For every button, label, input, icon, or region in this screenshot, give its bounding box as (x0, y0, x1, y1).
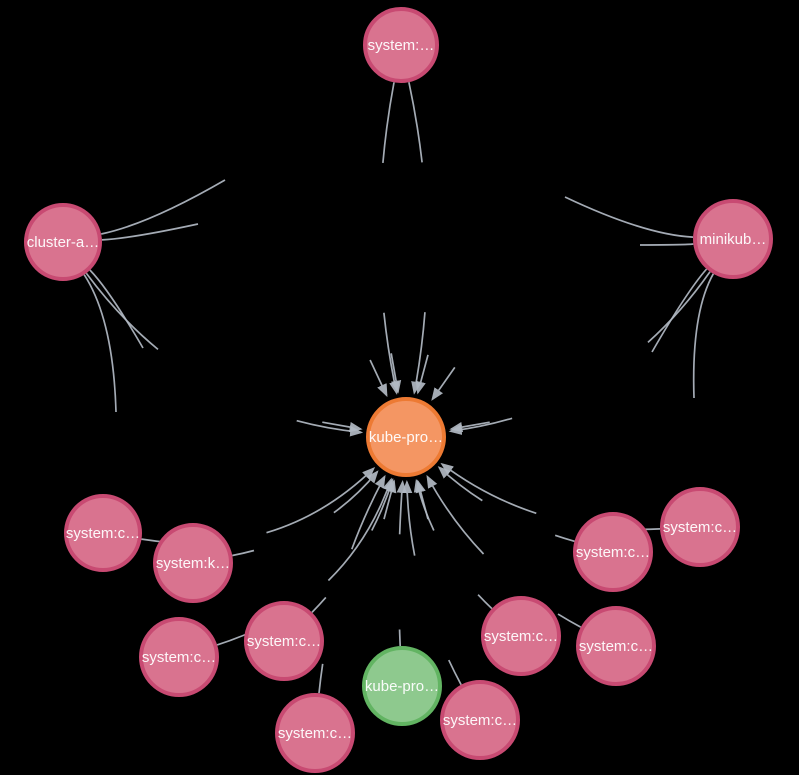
node-circle[interactable] (660, 487, 740, 567)
node-circle[interactable] (64, 494, 142, 572)
graph-edge (378, 82, 400, 395)
node-circle[interactable] (481, 596, 561, 676)
graph-node-system-top[interactable]: system:… (363, 7, 439, 83)
graph-edge-arrow (449, 421, 490, 433)
node-circle[interactable] (24, 203, 102, 281)
graph-node-sys-c-3[interactable]: system:c… (139, 617, 219, 697)
graph-node-cluster-admin[interactable]: cluster-a… (24, 203, 102, 281)
graph-edge-arrow (322, 421, 363, 433)
node-circle[interactable] (244, 601, 324, 681)
node-circle[interactable] (153, 523, 233, 603)
graph-edge (408, 82, 429, 395)
graph-node-sys-c-8[interactable]: system:c… (573, 512, 653, 592)
graph-node-minikube[interactable]: minikub… (693, 199, 773, 279)
graph-edge (437, 466, 575, 543)
graph-edge (396, 479, 407, 647)
graph-edge-arrow (369, 359, 388, 398)
graph-edge-arrow (415, 354, 429, 395)
node-circle[interactable] (275, 693, 355, 773)
node-circle[interactable] (366, 397, 446, 477)
graph-node-sys-c-9[interactable]: system:c… (576, 606, 656, 686)
graph-edge (141, 466, 376, 545)
graph-edge-ray (101, 223, 199, 241)
graph-edge (426, 474, 582, 628)
graph-edge-arrow (390, 353, 402, 394)
node-circle[interactable] (139, 617, 219, 697)
graph-edge (232, 470, 379, 557)
graph-edge-ray (564, 196, 694, 238)
graph-node-sys-c-1[interactable]: system:c… (64, 494, 142, 572)
node-circle[interactable] (440, 680, 520, 760)
node-circle[interactable] (576, 606, 656, 686)
graph-edge (85, 272, 364, 437)
node-circle[interactable] (363, 7, 439, 83)
graph-edge (216, 477, 393, 646)
graph-edge-arrow (431, 366, 456, 401)
graph-edge (440, 462, 661, 531)
graph-node-sys-k-2[interactable]: system:k… (153, 523, 233, 603)
graph-edge (401, 480, 462, 686)
graph-node-kube-proxy-center[interactable]: kube-pro… (366, 397, 446, 477)
graph-edge-ray (89, 269, 144, 349)
graph-node-sys-c-7[interactable]: system:c… (481, 596, 561, 676)
graph-node-sys-c-4[interactable]: system:c… (244, 601, 324, 681)
edges-layer (83, 82, 715, 694)
node-circle[interactable] (362, 646, 442, 726)
graph-edge (413, 478, 493, 610)
node-circle[interactable] (573, 512, 653, 592)
graph-node-sys-c-5[interactable]: system:c… (275, 693, 355, 773)
graph-edge-arrow (383, 479, 397, 520)
node-circle[interactable] (693, 199, 773, 279)
graph-edge (318, 474, 386, 694)
graph-edge (311, 478, 395, 613)
graph-edge-ray (83, 274, 117, 413)
graph-edge-ray (101, 179, 226, 235)
graph-edge-ray (639, 243, 694, 246)
graph-node-sys-c-10[interactable]: system:c… (660, 487, 740, 567)
graph-node-sys-c-6[interactable]: system:c… (440, 680, 520, 760)
graph-edge-arrow (415, 479, 429, 520)
graph-edge (448, 271, 711, 435)
graph-edge-ray (651, 268, 708, 353)
graph-edge-ray (692, 273, 715, 399)
graph-node-kube-proxy-green[interactable]: kube-pro… (362, 646, 442, 726)
